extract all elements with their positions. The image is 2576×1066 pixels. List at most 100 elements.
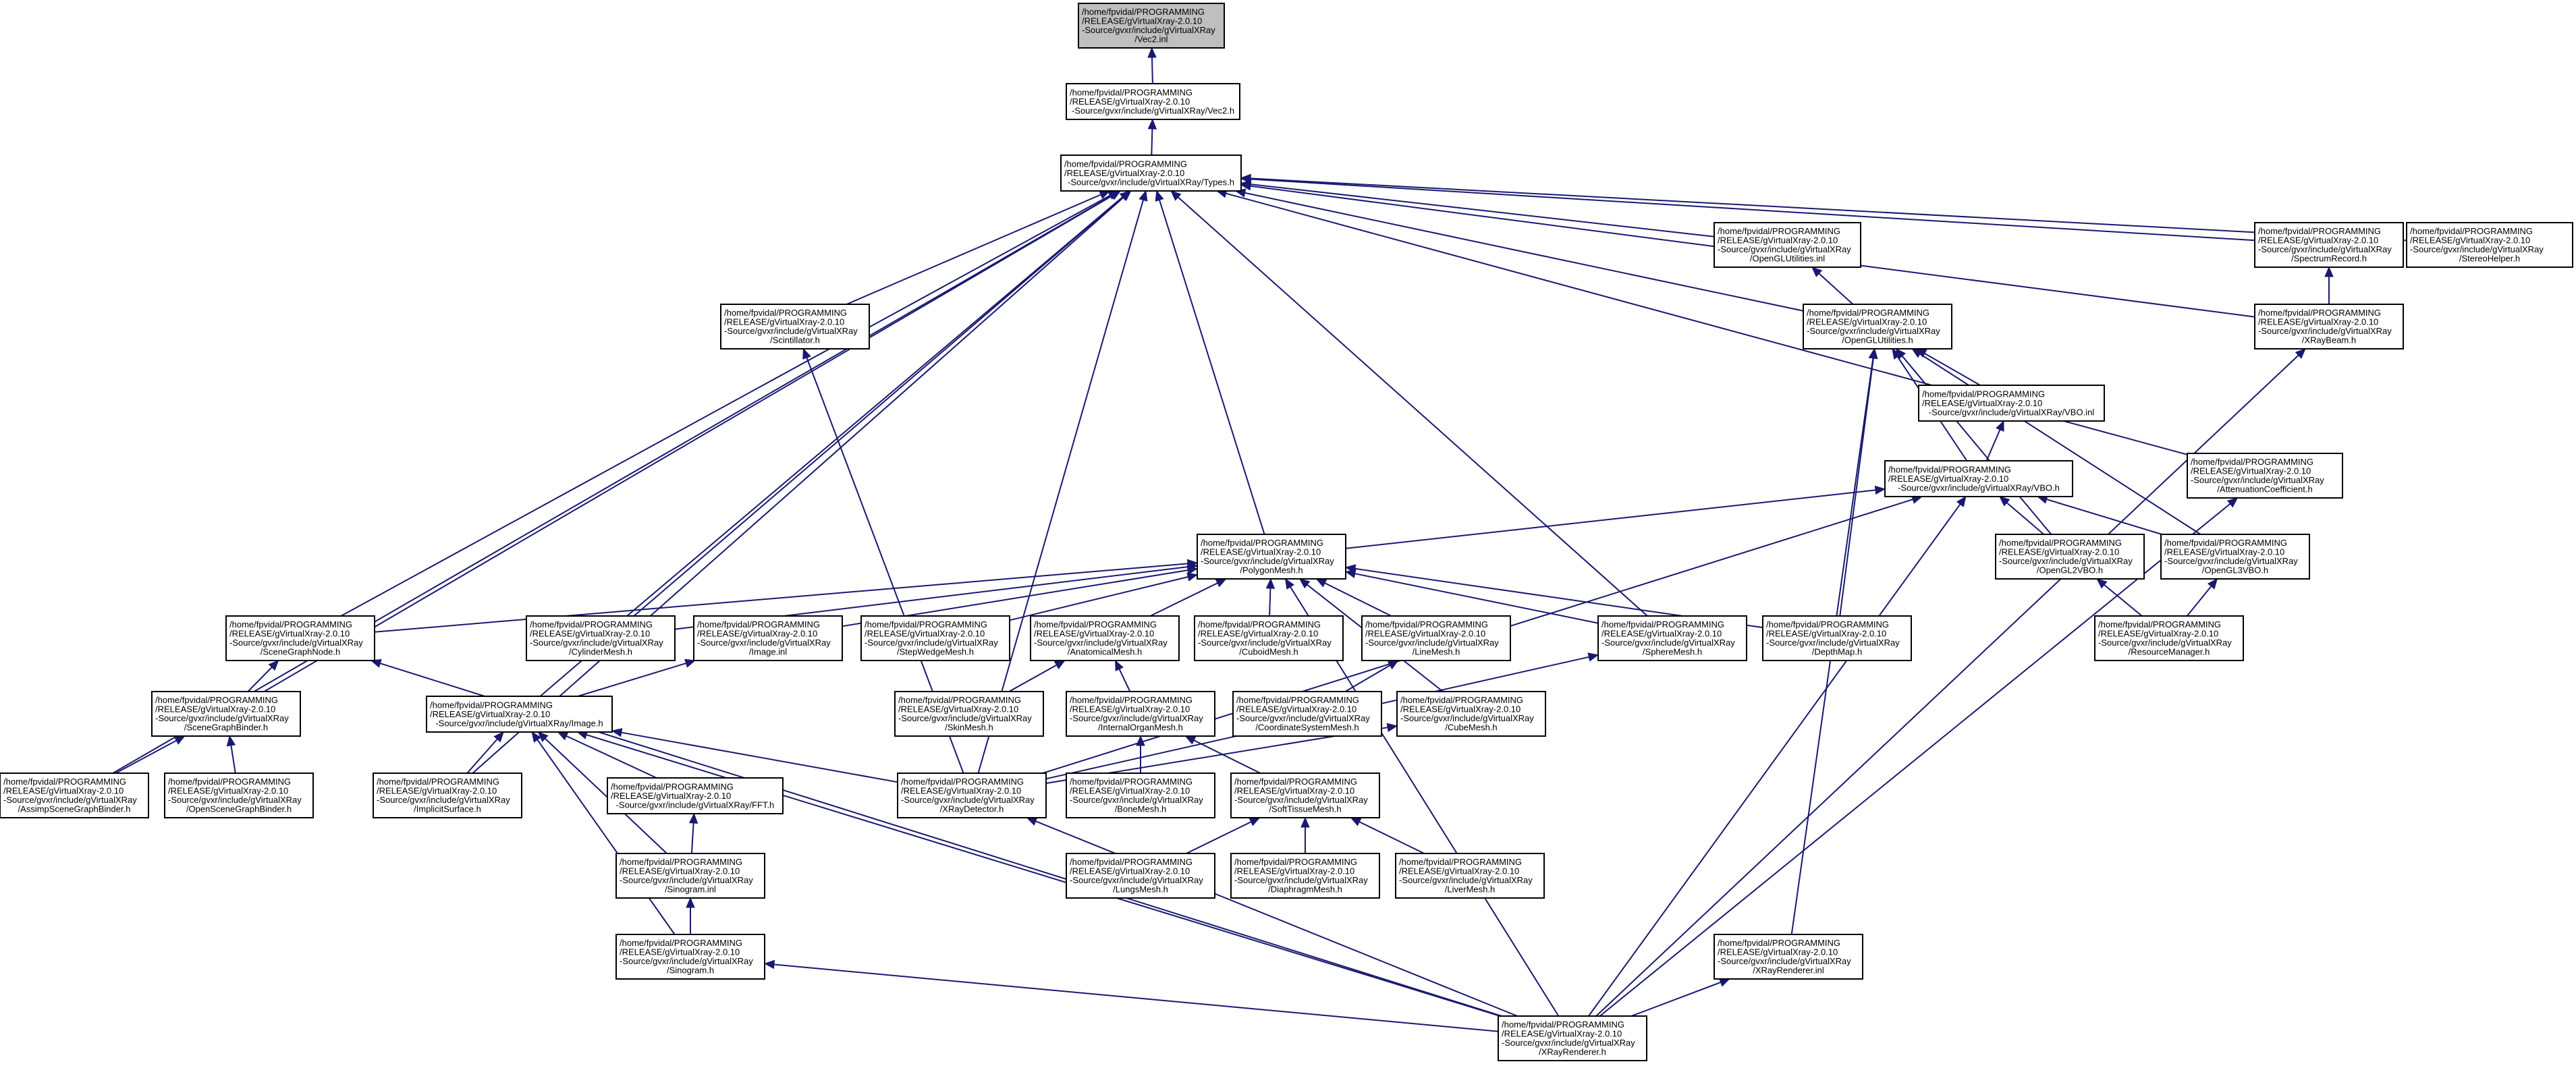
node-implicitsurface[interactable]: /home/fpvidal/PROGRAMMING/RELEASE/gVirtu… (373, 773, 522, 818)
node-box (2254, 222, 2404, 268)
node-ffth[interactable]: /home/fpvidal/PROGRAMMING/RELEASE/gVirtu… (607, 777, 784, 814)
node-imageh[interactable]: /home/fpvidal/PROGRAMMING/RELEASE/gVirtu… (426, 696, 613, 733)
edge-sinograminl-to-ffth (688, 812, 698, 854)
node-linemesh[interactable]: /home/fpvidal/PROGRAMMING/RELEASE/gVirtu… (1361, 615, 1511, 661)
edge-line (2006, 502, 2045, 535)
edge-line (1035, 820, 1518, 1017)
node-label-line: /RELEASE/gVirtualXray-2.0.10 (2098, 629, 2218, 639)
node-typesh[interactable]: /home/fpvidal/PROGRAMMING/RELEASE/gVirtu… (1060, 155, 1242, 192)
node-label-line: /home/fpvidal/PROGRAMMING (611, 781, 734, 791)
arrowhead-icon (173, 735, 186, 745)
node-assimp[interactable]: /home/fpvidal/PROGRAMMING/RELEASE/gVirtu… (0, 773, 149, 818)
node-box (373, 773, 522, 818)
node-spheremesh[interactable]: /home/fpvidal/PROGRAMMING/RELEASE/gVirtu… (1597, 615, 1747, 661)
edge-vboh-to-vboinl (1985, 420, 2004, 461)
edge-line (1118, 669, 1131, 692)
node-box (1714, 222, 1861, 268)
edge-line (1151, 57, 1153, 84)
node-label-line: -Source/gvxr/include/gVirtualXRay (1234, 795, 1368, 805)
node-label-line: /home/fpvidal/PROGRAMMING (1234, 857, 1357, 867)
arrowhead-icon (2096, 578, 2108, 589)
node-diaphragm[interactable]: /home/fpvidal/PROGRAMMING/RELEASE/gVirtu… (1230, 853, 1380, 899)
node-xrayrendererh[interactable]: /home/fpvidal/PROGRAMMING/RELEASE/gVirtu… (1498, 1015, 1647, 1061)
node-xrayrendererinl[interactable]: /home/fpvidal/PROGRAMMING/RELEASE/gVirtu… (1714, 934, 1863, 980)
node-opengl2vbo[interactable]: /home/fpvidal/PROGRAMMING/RELEASE/gVirtu… (1995, 534, 2145, 580)
node-coordsystem[interactable]: /home/fpvidal/PROGRAMMING/RELEASE/gVirtu… (1232, 691, 1382, 737)
node-stepwedge[interactable]: /home/fpvidal/PROGRAMMING/RELEASE/gVirtu… (860, 615, 1010, 661)
node-label-line: /XRayRenderer.h (1539, 1047, 1606, 1057)
node-anatomical[interactable]: /home/fpvidal/PROGRAMMING/RELEASE/gVirtu… (1030, 615, 1180, 661)
arrowhead-icon (1587, 652, 1599, 662)
node-label-line: -Source/gvxr/include/gVirtualXRay (2258, 326, 2392, 336)
node-openscenegraph[interactable]: /home/fpvidal/PROGRAMMING/RELEASE/gVirtu… (164, 773, 314, 818)
node-label-line: /AnatomicalMesh.h (1068, 647, 1143, 657)
node-scintillator[interactable]: /home/fpvidal/PROGRAMMING/RELEASE/gVirtu… (720, 304, 870, 349)
node-label-line: -Source/gvxr/include/gVirtualXRay (865, 638, 998, 648)
node-softtissue[interactable]: /home/fpvidal/PROGRAMMING/RELEASE/gVirtu… (1230, 773, 1380, 818)
node-label-line: /RELEASE/gVirtualXray-2.0.10 (1070, 786, 1190, 796)
node-box (894, 691, 1044, 737)
node-internalorgan[interactable]: /home/fpvidal/PROGRAMMING/RELEASE/gVirtu… (1066, 691, 1215, 737)
node-polygonmesh[interactable]: /home/fpvidal/PROGRAMMING/RELEASE/gVirtu… (1197, 534, 1346, 580)
edge-line (2104, 584, 2143, 617)
edge-line (1630, 982, 1721, 1017)
node-depthmap[interactable]: /home/fpvidal/PROGRAMMING/RELEASE/gVirtu… (1762, 615, 1912, 661)
edge-line (1595, 354, 2299, 1017)
edge-stepwedge-to-polygonmesh (1009, 572, 1199, 621)
edge-skinmesh-to-anatomical (1008, 660, 1066, 692)
node-attenuation[interactable]: /home/fpvidal/PROGRAMMING/RELEASE/gVirtu… (2187, 453, 2343, 499)
node-label-line: /RELEASE/gVirtualXray-2.0.10 (229, 629, 350, 639)
edge-cylindermesh-to-typesh (626, 190, 1131, 617)
node-opengl3vbo[interactable]: /home/fpvidal/PROGRAMMING/RELEASE/gVirtu… (2160, 534, 2310, 580)
node-vboinl[interactable]: /home/fpvidal/PROGRAMMING/RELEASE/gVirtu… (1918, 385, 2105, 422)
node-label-line: /home/fpvidal/PROGRAMMING (1399, 857, 1522, 867)
node-label-line: /RELEASE/gVirtualXray-2.0.10 (1082, 16, 1202, 26)
node-openglutilsh[interactable]: /home/fpvidal/PROGRAMMING/RELEASE/gVirtu… (1803, 304, 1952, 349)
node-label-line: /RELEASE/gVirtualXray-2.0.10 (697, 629, 817, 639)
node-vec2inl[interactable]: /home/fpvidal/PROGRAMMING/RELEASE/gVirtu… (1078, 3, 1225, 49)
node-cuboid[interactable]: /home/fpvidal/PROGRAMMING/RELEASE/gVirtu… (1194, 615, 1344, 661)
node-sinograminl[interactable]: /home/fpvidal/PROGRAMMING/RELEASE/gVirtu… (615, 853, 765, 899)
node-scenegraphnode[interactable]: /home/fpvidal/PROGRAMMING/RELEASE/gVirtu… (225, 615, 375, 661)
edge-line (1009, 576, 1188, 621)
node-box (225, 615, 375, 661)
edge-line (340, 194, 1111, 617)
node-openglutilsinl[interactable]: /home/fpvidal/PROGRAMMING/RELEASE/gVirtu… (1714, 222, 1861, 268)
node-label-line: -Source/gvxr/include/gVirtualXRay/VBO.h (1898, 482, 2060, 493)
node-box (2254, 304, 2404, 349)
node-label-line: /RELEASE/gVirtualXray-2.0.10 (155, 704, 275, 714)
arrowhead-icon (1215, 578, 1227, 588)
arrowhead-icon (802, 347, 811, 360)
node-label-line: /RELEASE/gVirtualXray-2.0.10 (620, 947, 740, 957)
node-xraydetector[interactable]: /home/fpvidal/PROGRAMMING/RELEASE/gVirtu… (897, 773, 1047, 818)
node-imageinl[interactable]: /home/fpvidal/PROGRAMMING/RELEASE/gVirtu… (693, 615, 843, 661)
arrowhead-icon (1186, 572, 1199, 582)
node-livermesh[interactable]: /home/fpvidal/PROGRAMMING/RELEASE/gVirtu… (1395, 853, 1545, 899)
edge-spheremesh-to-typesh (1170, 190, 1648, 617)
node-box (1232, 691, 1382, 737)
node-spectrumrecord[interactable]: /home/fpvidal/PROGRAMMING/RELEASE/gVirtu… (2254, 222, 2404, 268)
node-label-line: /home/fpvidal/PROGRAMMING (1070, 695, 1193, 705)
node-sinogramh[interactable]: /home/fpvidal/PROGRAMMING/RELEASE/gVirtu… (615, 934, 765, 980)
node-label-line: /RELEASE/gVirtualXray-2.0.10 (1888, 474, 2008, 484)
node-label-line: -Source/gvxr/include/gVirtualXRay (1236, 713, 1370, 723)
node-label-line: /OpenGL2VBO.h (2037, 565, 2103, 576)
arrowhead-icon (1240, 181, 1252, 191)
node-label-line: -Source/gvxr/include/gVirtualXRay (1198, 638, 1332, 648)
node-label-line: -Source/gvxr/include/gVirtualXRay (3, 795, 137, 805)
node-stereohelper[interactable]: /home/fpvidal/PROGRAMMING/RELEASE/gVirtu… (2406, 222, 2573, 268)
node-box (426, 696, 613, 733)
node-resourcemanager[interactable]: /home/fpvidal/PROGRAMMING/RELEASE/gVirtu… (2094, 615, 2244, 661)
node-cylindermesh[interactable]: /home/fpvidal/PROGRAMMING/RELEASE/gVirtu… (526, 615, 676, 661)
node-vboh[interactable]: /home/fpvidal/PROGRAMMING/RELEASE/gVirtu… (1884, 460, 2073, 497)
node-box (1060, 155, 1242, 192)
node-box (1030, 615, 1180, 661)
node-lungsmesh[interactable]: /home/fpvidal/PROGRAMMING/RELEASE/gVirtu… (1066, 853, 1215, 899)
node-scenegraphbinder[interactable]: /home/fpvidal/PROGRAMMING/RELEASE/gVirtu… (151, 691, 301, 737)
node-skinmesh[interactable]: /home/fpvidal/PROGRAMMING/RELEASE/gVirtu… (894, 691, 1044, 737)
node-cubemesh[interactable]: /home/fpvidal/PROGRAMMING/RELEASE/gVirtu… (1396, 691, 1546, 737)
arrowhead-icon (688, 812, 698, 824)
node-bonemesh[interactable]: /home/fpvidal/PROGRAMMING/RELEASE/gVirtu… (1066, 773, 1215, 818)
node-vec2h[interactable]: /home/fpvidal/PROGRAMMING/RELEASE/gVirtu… (1066, 83, 1240, 120)
node-xraybeam[interactable]: /home/fpvidal/PROGRAMMING/RELEASE/gVirtu… (2254, 304, 2404, 349)
